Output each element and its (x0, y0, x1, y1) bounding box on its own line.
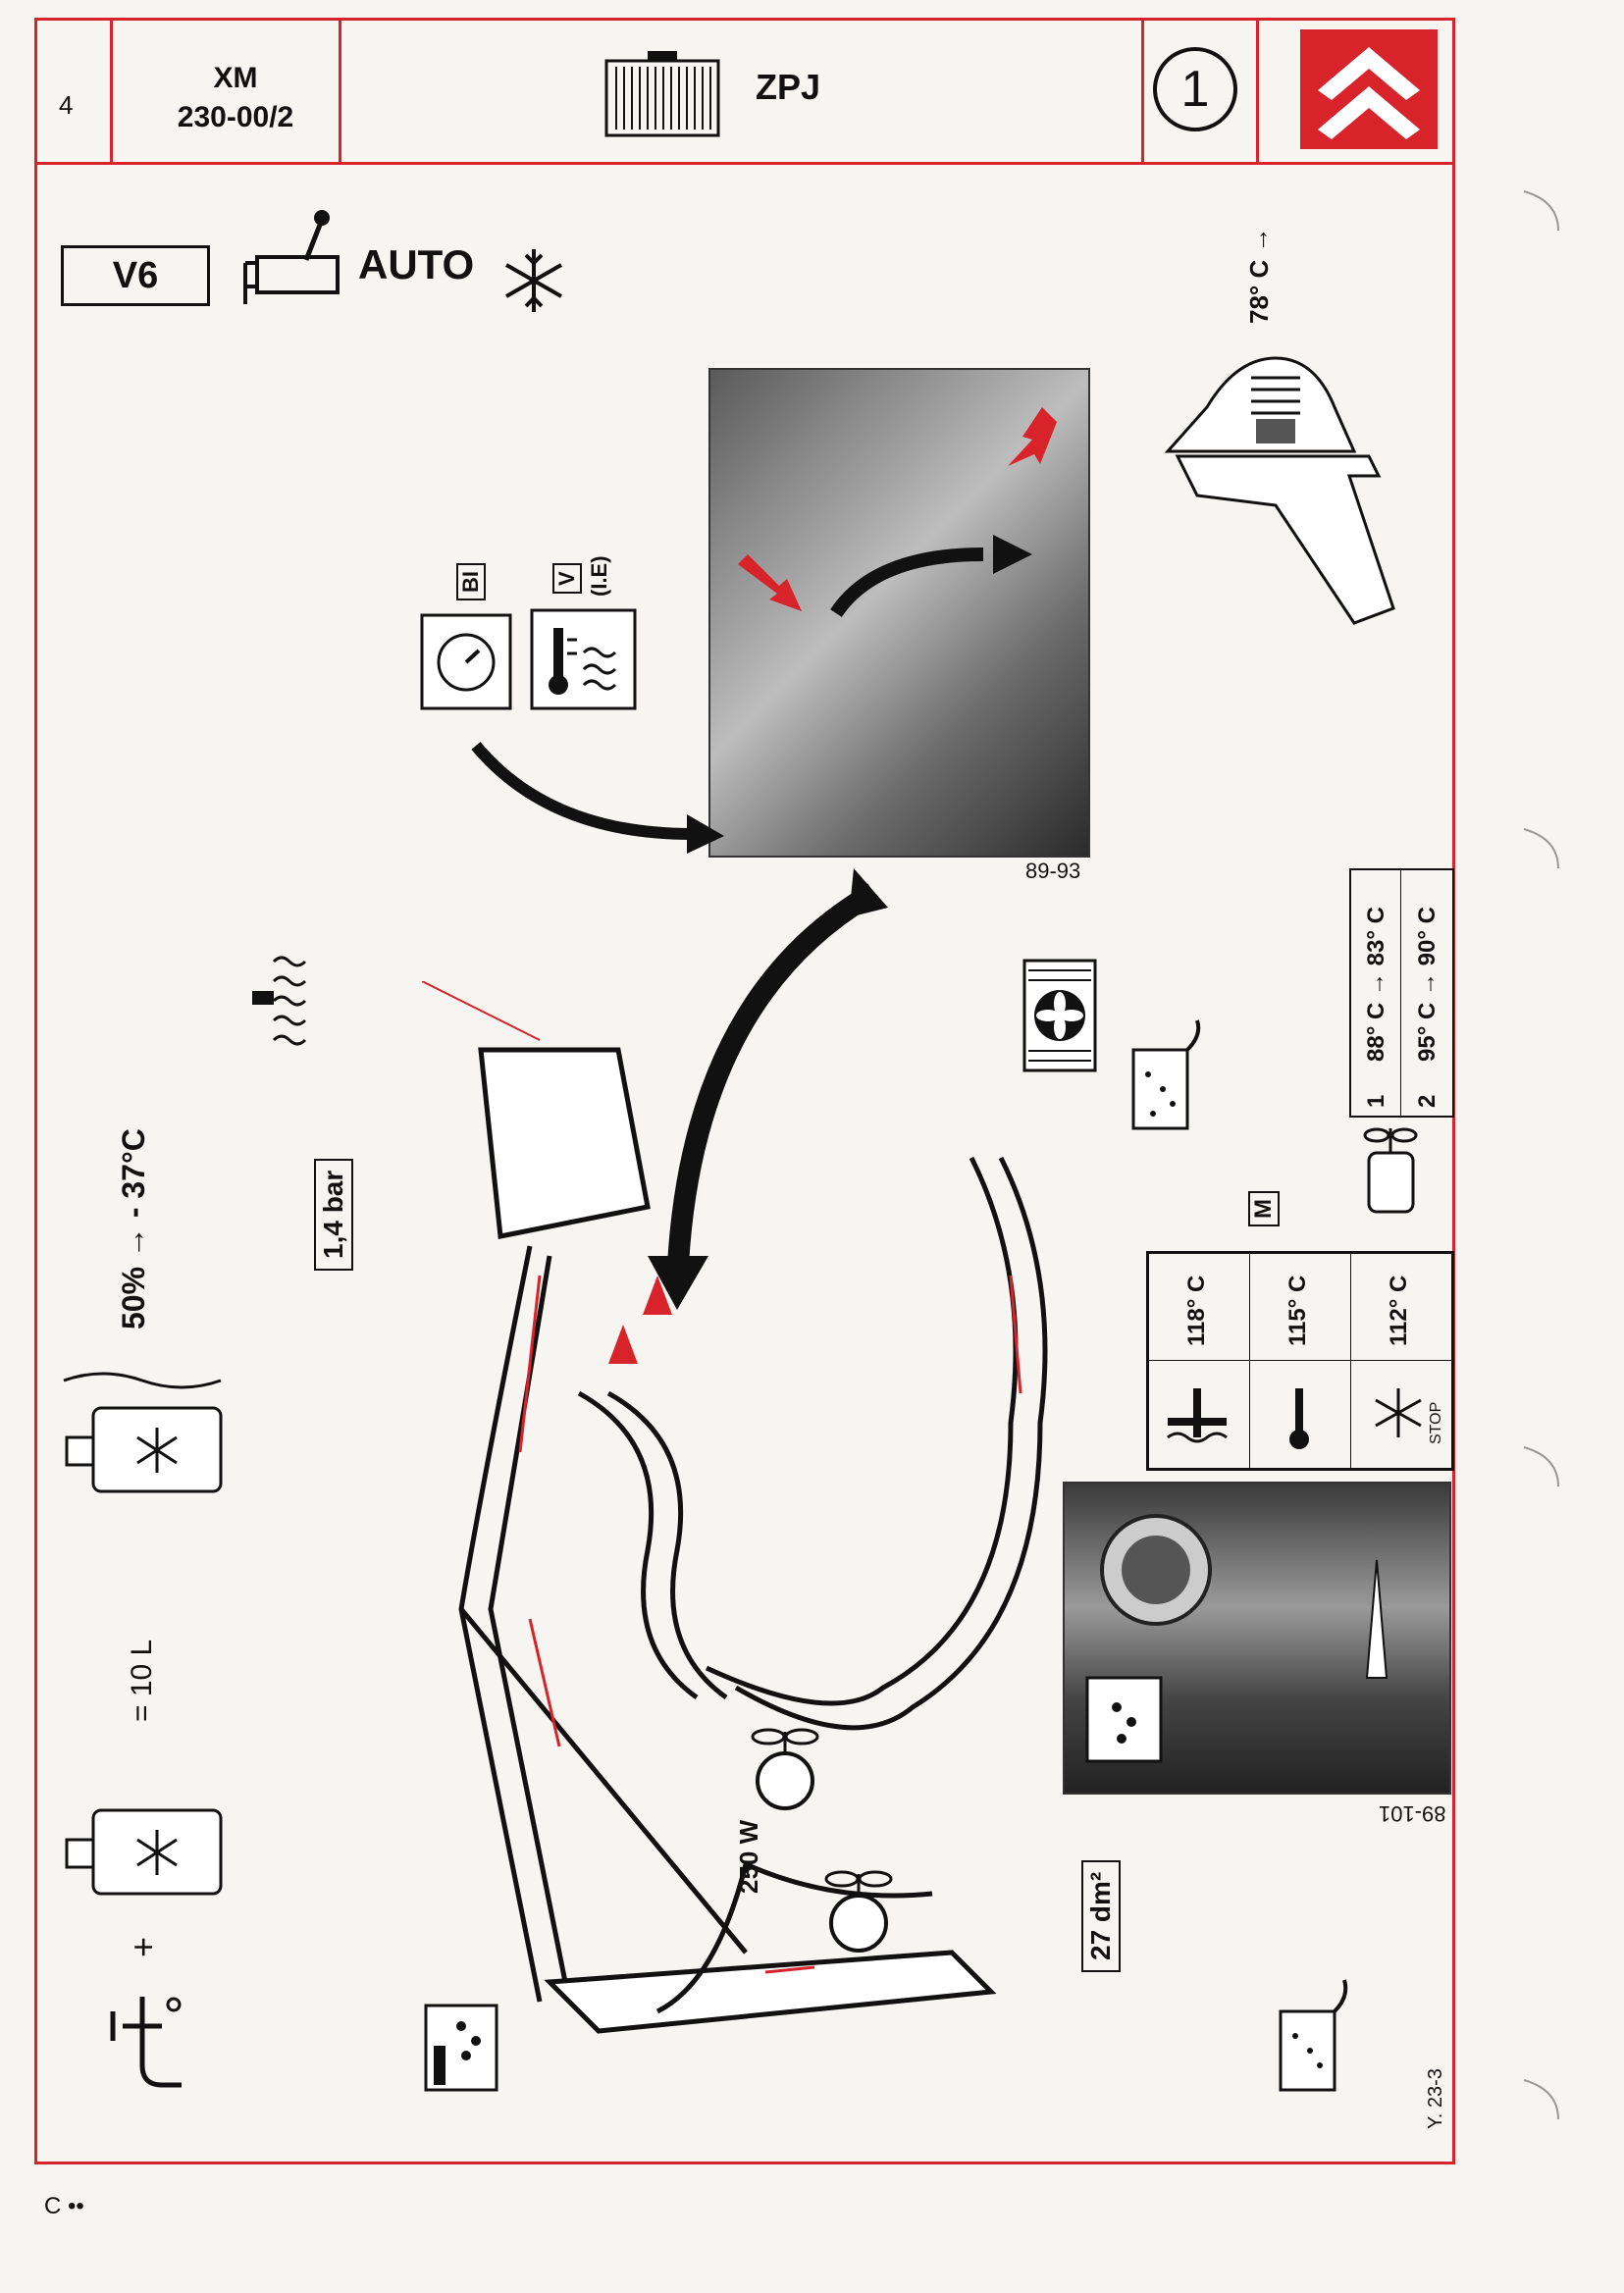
model-code: XM 230-00/2 (137, 59, 334, 137)
alert-icons (1167, 1388, 1422, 1449)
gearbox-label: AUTO (358, 241, 475, 287)
binder-hole (1523, 828, 1559, 869)
figure-reference: Y. 23-3 (1425, 2068, 1446, 2129)
alert-temp-3: 112° C (1386, 1275, 1412, 1346)
radiator-drain-icon (1131, 1019, 1201, 1130)
fan-power-label: 250 W (734, 1819, 763, 1894)
photo-bottom-caption: 89-101 (1379, 1801, 1446, 1826)
water-tap-icon (110, 1997, 182, 2088)
drain-plug-icon (1279, 1979, 1348, 2092)
alert-temp-2: 115° C (1284, 1275, 1311, 1346)
fan-speed-row-1 (1351, 870, 1401, 1116)
gearbox-lever-icon (243, 210, 340, 304)
footer-mark: C •• (44, 2193, 84, 2219)
photo-bottom-overlay (1085, 1514, 1388, 1763)
sensor-label-bi: BI (456, 563, 486, 600)
expansion-tank-icon (252, 956, 307, 1046)
flow-arrow-to-sensor (471, 742, 724, 854)
bleed-screw-icon (424, 2004, 498, 2092)
radiator-area-label: 27 dm² (1081, 1859, 1121, 1972)
sensor-label-v: V (552, 563, 582, 594)
header-separator (1256, 18, 1259, 164)
photo-caption: 89-93 (1025, 859, 1081, 883)
fan-motor-icon-2 (824, 1870, 893, 1953)
model-name: XM (213, 62, 258, 94)
coolant-temperature-sensor-icon (530, 608, 637, 710)
alert-temp-1: 118° C (1183, 1275, 1210, 1346)
temperature-gauge-icon (420, 613, 512, 710)
binder-hole (1523, 2079, 1559, 2120)
section-code: ZPJ (756, 67, 821, 107)
thermostat-drawing (1164, 356, 1395, 625)
fan-speed-table: 1 88° C → 83° C 2 95° C → 90° C (1349, 868, 1454, 1118)
mix-ratio-label: 50% → - 37°C (116, 1128, 151, 1329)
thermostat-opening-temp: 78° C → (1244, 227, 1274, 324)
sensor-label-ie: (I.E) (587, 555, 611, 597)
fan-speed-1-range: 88° C → 83° C (1363, 907, 1389, 1062)
binder-hole (1523, 190, 1559, 232)
header-divider (34, 162, 1455, 165)
fan-speed-1-number: 1 (1363, 1094, 1389, 1108)
citroen-logo (1300, 29, 1438, 149)
model-reference: 230-00/2 (177, 101, 294, 133)
fan-speed-2-range: 95° C → 90° C (1414, 907, 1441, 1062)
header-separator (1141, 18, 1144, 164)
cap-pressure-label: 1,4 bar (314, 1158, 353, 1271)
cooling-circuit-diagram (422, 981, 1048, 2034)
alert-icon-3-cell (1350, 1360, 1452, 1469)
fan-motor-icon (751, 1728, 819, 1810)
radiator-icon (604, 51, 720, 137)
antifreeze-can-icon-2 (65, 1808, 223, 1896)
plus-sign: + (123, 1936, 163, 1957)
coolant-volume-label: = 10 L (126, 1639, 158, 1722)
photo-arrows (738, 407, 1057, 618)
stop-snowflake-icon (1375, 1388, 1422, 1437)
alert-label-m: M (1248, 1191, 1280, 1226)
fan-speed-2-number: 2 (1414, 1094, 1441, 1108)
radiator-fan-icon (1022, 959, 1097, 1072)
engine-label: V6 (61, 245, 210, 306)
binder-hole (1523, 1446, 1559, 1487)
thermal-switch-fan-icon (1363, 1127, 1418, 1214)
antifreeze-can-icon (63, 1372, 223, 1493)
page-number: 4 (59, 90, 74, 120)
header-separator (110, 18, 113, 164)
sheet-number-badge: 1 (1153, 47, 1237, 131)
flow-arrow-big (648, 868, 888, 1310)
air-conditioning-snowflake-icon (505, 249, 562, 312)
thermometer-icon (1289, 1388, 1309, 1449)
header-separator (339, 18, 341, 164)
coolant-temperature-icon (1167, 1388, 1228, 1443)
